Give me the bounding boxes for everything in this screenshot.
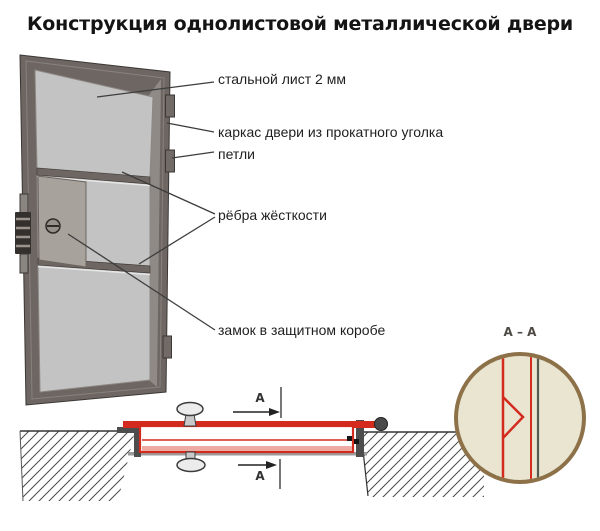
hinge-pivot xyxy=(374,417,388,431)
cut-marker-top: А xyxy=(255,391,265,405)
detail-circle-face xyxy=(458,356,582,480)
door-frame-reveal xyxy=(149,79,161,387)
lock-bolt-ridges xyxy=(16,217,30,248)
lock-bolt-block xyxy=(15,212,31,254)
section-cut-mark-top xyxy=(233,387,282,418)
handle-bottom xyxy=(176,457,206,473)
callout-steel-sheet: стальной лист 2 мм xyxy=(218,71,346,87)
callout-hinges: петли xyxy=(218,146,255,162)
door-frame-bevel xyxy=(25,60,165,400)
section-detail-circle xyxy=(454,352,586,484)
door-panel-bottom xyxy=(37,264,151,393)
wall-left-side-edge xyxy=(19,430,24,502)
door-leaf-back-edge xyxy=(128,452,367,456)
rib-2-highlight xyxy=(37,265,151,276)
hinge-3 xyxy=(162,335,172,359)
door-perspective-view xyxy=(15,54,175,406)
leader-rib-1 xyxy=(121,171,216,215)
leaf-end-left xyxy=(134,426,141,457)
handle-top xyxy=(176,401,204,417)
detail-weld-chevron xyxy=(502,396,525,439)
hinge-2 xyxy=(165,149,175,173)
lock-protective-box xyxy=(37,175,87,268)
wall-right-hatch xyxy=(361,432,484,497)
leader-lines xyxy=(67,81,216,331)
callout-door-frame: каркас двери из прокатного уголка xyxy=(218,124,444,140)
cut-marker-bottom: А xyxy=(255,469,265,483)
callout-lock-box: замок в защитном коробе xyxy=(218,322,386,338)
lock-bolt-dot-2 xyxy=(354,439,359,444)
wall-left-hatch xyxy=(20,431,135,501)
page-title: Конструкция однолистовой металлической д… xyxy=(26,13,574,35)
leader-hinges xyxy=(171,151,215,159)
section-view-title: А – А xyxy=(503,325,537,339)
callout-stiffening-ribs: рёбра жёсткости xyxy=(218,207,327,223)
leader-steel-sheet xyxy=(96,81,215,98)
lock-edge-pin-bottom xyxy=(19,253,29,274)
leader-rib-2 xyxy=(138,216,216,265)
leaf-face-sheet xyxy=(123,421,379,428)
leader-door-frame xyxy=(166,122,215,133)
frame-angle-right xyxy=(356,420,364,457)
leader-lock-box xyxy=(67,233,216,331)
lock-bolt-dot-1 xyxy=(347,436,352,441)
frame-angle-left xyxy=(117,427,136,433)
hinge-1 xyxy=(165,94,175,118)
leaf-inner-pink-line xyxy=(142,446,352,451)
plan-view xyxy=(19,387,484,502)
section-cut-mark-bottom xyxy=(238,459,281,489)
lock-edge-pin-top xyxy=(19,193,29,214)
